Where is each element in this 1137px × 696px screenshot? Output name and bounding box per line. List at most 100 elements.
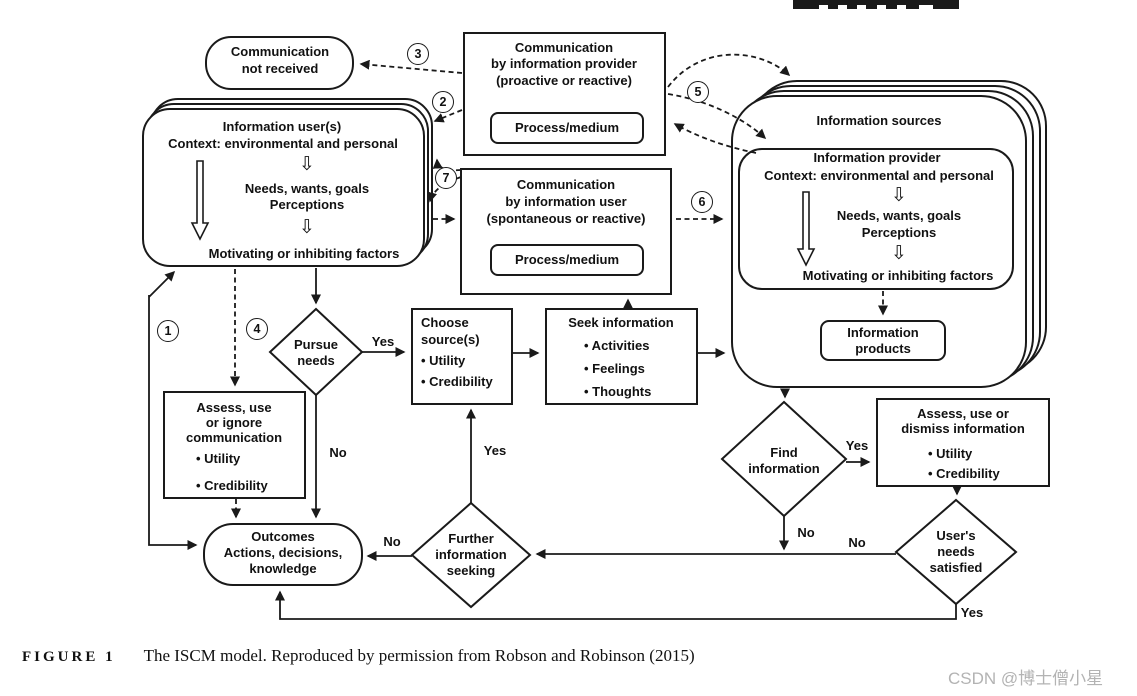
- step-marker-7: 7: [435, 167, 457, 189]
- masthead-bar: [793, 0, 959, 9]
- step-marker-2: 2: [432, 91, 454, 113]
- assess-comm-title: Assess, use: [196, 400, 272, 415]
- assess-information-box: [876, 398, 1050, 487]
- assess-info-bullet: • Credibility: [928, 466, 1000, 481]
- edge-label-no: No: [848, 535, 866, 550]
- assess-info-title: Assess, use or: [917, 406, 1009, 421]
- assess-communication-box: [163, 391, 306, 499]
- down-arrow-icon: ⇩: [299, 216, 315, 238]
- comm-user-line: Communication: [516, 177, 616, 192]
- info-provider-perceptions: Perceptions: [861, 225, 937, 240]
- process-medium-label: Process/medium: [514, 120, 620, 135]
- edge-label-yes: Yes: [960, 605, 984, 620]
- step-marker-3: 3: [407, 43, 429, 65]
- step-marker-6: 6: [691, 191, 713, 213]
- not-received-line: not received: [241, 61, 319, 76]
- needs-satisfied-label: satisfied: [929, 560, 983, 575]
- pursue-needs-label: needs: [297, 353, 335, 368]
- products-line: products: [855, 341, 911, 356]
- outcomes-line: Actions, decisions,: [223, 545, 343, 560]
- step-marker-1: 1: [157, 320, 179, 342]
- masthead-glyph-fragment: [897, 5, 906, 9]
- seek-information-bullet: • Thoughts: [584, 384, 652, 399]
- edge-label-no: No: [329, 445, 347, 460]
- choose-sources-title: source(s): [421, 332, 480, 347]
- choose-sources-box: [411, 308, 513, 405]
- information-products-box: [820, 320, 946, 361]
- info-sources-title: Information sources: [816, 113, 942, 128]
- choose-sources-bullet: • Utility: [421, 353, 466, 368]
- assess-info-title: dismiss information: [901, 421, 1025, 436]
- assess-info-bullet: • Utility: [928, 446, 973, 461]
- not-received-line: Communication: [230, 44, 330, 59]
- info-user-perceptions: Perceptions: [269, 197, 345, 212]
- info-provider-factors: Motivating or inhibiting factors: [802, 268, 994, 283]
- process-medium-label: Process/medium: [514, 252, 620, 267]
- solid-connectors: [148, 268, 962, 620]
- further-seeking-label: seeking: [446, 563, 496, 578]
- process-medium-box-provider: [490, 112, 644, 144]
- info-user-factors: Motivating or inhibiting factors: [208, 246, 400, 261]
- comm-provider-line: Communication: [514, 40, 614, 55]
- edge-label-yes: Yes: [845, 438, 869, 453]
- communication-not-received-box: [205, 36, 354, 90]
- step-marker-5: 5: [687, 81, 709, 103]
- seek-information-box: [545, 308, 698, 405]
- comm-user-line: by information user: [505, 194, 627, 209]
- assess-comm-title: communication: [185, 430, 283, 445]
- find-information-label: Find: [770, 445, 798, 460]
- masthead-glyph-fragment: [877, 5, 886, 9]
- needs-satisfied-label: User's: [936, 528, 976, 543]
- masthead-glyph-fragment: [838, 5, 847, 9]
- assess-comm-bullet: • Credibility: [196, 478, 268, 493]
- edge-label-yes: Yes: [483, 443, 507, 458]
- decision-diamonds: [268, 307, 1018, 609]
- needs-satisfied-label: needs: [937, 544, 975, 559]
- comm-provider-line: by information provider: [491, 56, 637, 71]
- outcomes-box: [203, 523, 363, 586]
- pursue-needs-diamond: [268, 307, 364, 397]
- pursue-needs-label: Pursue: [293, 337, 339, 352]
- outcomes-line: knowledge: [249, 561, 317, 576]
- info-provider-box: [738, 148, 1014, 290]
- seek-information-bullet: • Activities: [584, 338, 650, 353]
- further-seeking-diamond: [410, 501, 532, 609]
- edge-label-no: No: [383, 534, 401, 549]
- choose-sources-bullet: • Credibility: [421, 374, 493, 389]
- down-arrow-icon: ⇩: [299, 153, 315, 175]
- masthead-glyph-fragment: [819, 5, 828, 9]
- find-information-diamond: [720, 400, 848, 518]
- long-down-arrows: [190, 160, 816, 267]
- info-provider-context: Context: environmental and personal: [764, 168, 994, 183]
- products-line: Information: [847, 325, 919, 340]
- choose-sources-title: Choose: [421, 315, 469, 330]
- figure-caption-label: FIGURE 1: [22, 649, 116, 665]
- step-marker-4: 4: [246, 318, 268, 340]
- down-arrow-icon: ⇩: [891, 184, 907, 206]
- info-provider-needs: Needs, wants, goals: [836, 208, 962, 223]
- seek-information-bullet: • Feelings: [584, 361, 645, 376]
- edge-label-yes: Yes: [371, 334, 395, 349]
- down-arrow-icon: ⇩: [891, 242, 907, 264]
- comm-provider-line: (proactive or reactive): [496, 73, 632, 88]
- info-user-needs: Needs, wants, goals: [244, 181, 370, 196]
- needs-satisfied-diamond: [894, 498, 1018, 606]
- info-user-context: Context: environmental and personal: [168, 136, 398, 151]
- seek-information-title: Seek information: [568, 315, 674, 330]
- comm-user-line: (spontaneous or reactive): [486, 211, 646, 226]
- info-user-title: Information user(s): [222, 119, 342, 134]
- watermark: CSDN @博士僧小星: [948, 669, 1104, 688]
- info-user-box: [142, 108, 425, 267]
- edge-label-no: No: [797, 525, 815, 540]
- assess-comm-bullet: • Utility: [196, 451, 241, 466]
- masthead-glyph-fragment: [919, 5, 933, 9]
- provider-change-arrow: [796, 191, 816, 267]
- info-provider-title: Information provider: [813, 150, 941, 165]
- process-medium-box-user: [490, 244, 644, 276]
- assess-comm-title: or ignore: [205, 415, 263, 430]
- masthead-glyph-fragment: [857, 5, 866, 9]
- outcomes-line: Outcomes: [251, 529, 315, 544]
- further-seeking-label: Further: [448, 531, 494, 546]
